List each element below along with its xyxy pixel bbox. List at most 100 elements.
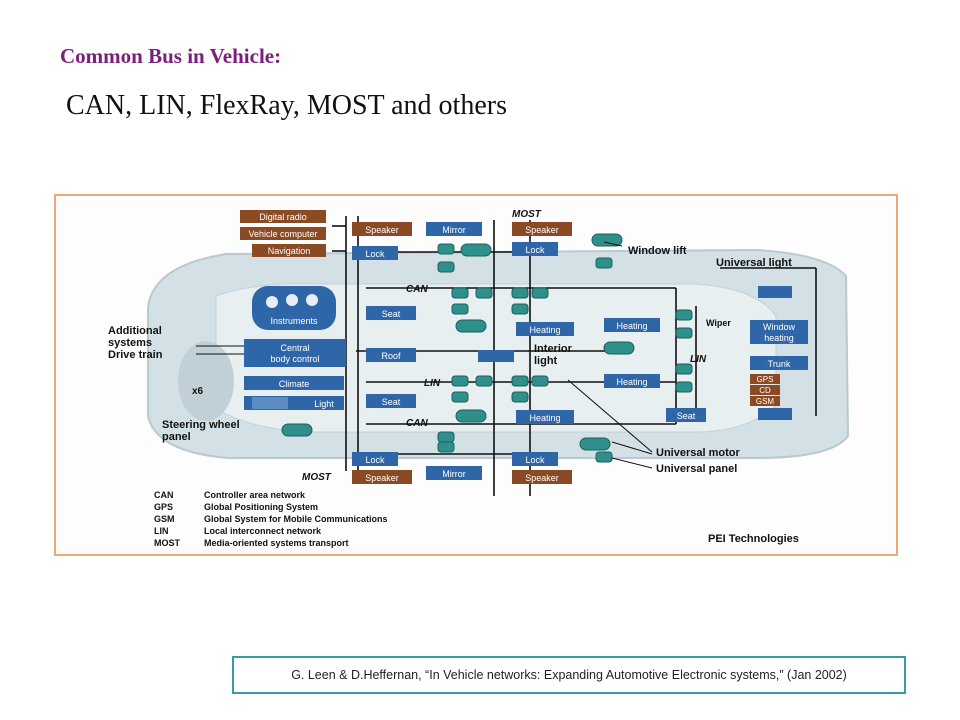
can-top-label: CAN xyxy=(406,284,428,295)
lock-left-top-label: Lock xyxy=(365,249,385,259)
drive-train-callout: Drive train xyxy=(108,349,163,361)
vehicle-network-diagram: Digital radio Vehicle computer Navigatio… xyxy=(54,194,898,556)
central-body-control-box xyxy=(244,339,346,367)
legend-desc-4: Media-oriented systems transport xyxy=(204,538,349,548)
x6-callout: x6 xyxy=(192,386,204,397)
gauge-2 xyxy=(286,294,298,306)
instruments-label: Instruments xyxy=(270,316,318,326)
citation-box: G. Leen & D.Heffernan, “In Vehicle netwo… xyxy=(232,656,906,694)
cd-label: CD xyxy=(759,386,771,395)
heating-right-top-box xyxy=(604,318,660,332)
vehicle-computer-label: Vehicle computer xyxy=(248,229,317,239)
diagram-canvas: Digital radio Vehicle computer Navigatio… xyxy=(108,209,850,548)
legend-abbr-4: MOST xyxy=(154,538,181,548)
speaker-label-top-left: Speaker xyxy=(365,225,399,235)
navigation-label: Navigation xyxy=(268,246,311,256)
heating-top-box xyxy=(516,322,574,336)
heating-right-bottom-box xyxy=(604,374,660,388)
navigation-box xyxy=(252,244,326,257)
speaker-box-bottom-left xyxy=(352,470,412,484)
mirror-bottom-box xyxy=(426,466,482,480)
additional-systems-callout-1: Additional xyxy=(108,325,162,337)
legend-abbr-2: GSM xyxy=(154,514,175,524)
slide-subheading: CAN, LIN, FlexRay, MOST and others xyxy=(66,90,507,121)
legend-desc-2: Global System for Mobile Communications xyxy=(204,514,388,524)
window-heating-box xyxy=(750,320,808,344)
gps-label: GPS xyxy=(757,375,774,384)
climate-label: Climate xyxy=(279,379,310,389)
lock-right-top-box xyxy=(512,242,558,256)
gauge-3 xyxy=(306,294,318,306)
citation-text: G. Leen & D.Heffernan, “In Vehicle netwo… xyxy=(291,668,847,682)
mirror-top-box xyxy=(426,222,482,236)
seat-bottom-box xyxy=(366,394,416,408)
vehicle-computer-box xyxy=(240,227,326,240)
speaker-label-bottom-right: Speaker xyxy=(525,473,559,483)
heating-right-top-label: Heating xyxy=(616,321,647,331)
window-lift-callout: Window lift xyxy=(628,245,687,257)
legend-abbr-0: CAN xyxy=(154,490,174,500)
window-heating-label-1: Window xyxy=(763,322,796,332)
legend-desc-3: Local interconnect network xyxy=(204,526,322,536)
lock-left-bottom-label: Lock xyxy=(365,455,385,465)
universal-panel-callout: Universal panel xyxy=(656,463,737,475)
heating-bottom-box xyxy=(516,410,574,424)
lock-right-bottom-box xyxy=(512,452,558,466)
seat-top-label: Seat xyxy=(382,309,401,319)
digital-radio-label: Digital radio xyxy=(259,212,307,222)
slide-heading: Common Bus in Vehicle: xyxy=(60,44,282,68)
legend-desc-0: Controller area network xyxy=(204,490,306,500)
gauge-1 xyxy=(266,296,278,308)
mirror-top-label: Mirror xyxy=(442,225,466,235)
speaker-box-top-left xyxy=(352,222,412,236)
seat-right-label: Seat xyxy=(677,411,696,421)
speaker-label-top-right: Speaker xyxy=(525,225,559,235)
speaker-label-bottom-left: Speaker xyxy=(365,473,399,483)
seat-top-box xyxy=(366,306,416,320)
universal-light-callout: Universal light xyxy=(716,257,792,269)
trunk-label: Trunk xyxy=(768,359,791,369)
most-top-label: MOST xyxy=(512,209,542,220)
gsm-label: GSM xyxy=(756,397,775,406)
climate-box xyxy=(244,376,344,390)
trunk-box xyxy=(750,356,808,370)
light-units xyxy=(252,286,792,420)
lock-left-bottom-box xyxy=(352,452,398,466)
steering-wheel-callout-2: panel xyxy=(162,431,191,443)
lin-right-label: LIN xyxy=(690,354,707,365)
heating-right-bottom-label: Heating xyxy=(616,377,647,387)
blue-modules: Mirror Lock Lock Instruments Central bod… xyxy=(244,222,808,480)
heating-bottom-label: Heating xyxy=(529,413,560,423)
legend-abbr-1: GPS xyxy=(154,502,173,512)
universal-motor-callout: Universal motor xyxy=(656,447,740,459)
speaker-box-top-right xyxy=(512,222,572,236)
lin-left-label: LIN xyxy=(424,378,441,389)
seat-bottom-label: Seat xyxy=(382,397,401,407)
interior-light-callout-2: light xyxy=(534,355,558,367)
heating-top-label: Heating xyxy=(529,325,560,335)
light-label: Light xyxy=(314,399,334,409)
roof-label: Roof xyxy=(381,351,401,361)
steering-wheel-shape xyxy=(178,341,234,421)
legend-desc-1: Global Positioning System xyxy=(204,502,318,512)
motor-icons xyxy=(281,233,693,463)
legend-abbr-3: LIN xyxy=(154,526,169,536)
credit-label: PEI Technologies xyxy=(708,533,799,545)
lock-right-bottom-label: Lock xyxy=(525,455,545,465)
speaker-box-bottom-right xyxy=(512,470,572,484)
mirror-bottom-label: Mirror xyxy=(442,469,466,479)
can-bottom-label: CAN xyxy=(406,418,428,429)
central-body-control-label-2: body control xyxy=(270,354,319,364)
gps-cd-gsm-stack: GPS CD GSM xyxy=(750,374,780,406)
window-heating-label-2: heating xyxy=(764,333,794,343)
roof-box xyxy=(366,348,416,362)
callout-leader-lines xyxy=(196,241,653,469)
central-body-control-label-1: Central xyxy=(280,343,309,353)
lock-left-top-box xyxy=(352,246,398,260)
digital-radio-box xyxy=(240,210,326,223)
seat-right-box xyxy=(666,408,706,422)
wiper-label: Wiper xyxy=(706,318,731,328)
additional-systems-callout-2: systems xyxy=(108,337,152,349)
lock-right-top-label: Lock xyxy=(525,245,545,255)
most-bottom-label: MOST xyxy=(302,472,332,483)
